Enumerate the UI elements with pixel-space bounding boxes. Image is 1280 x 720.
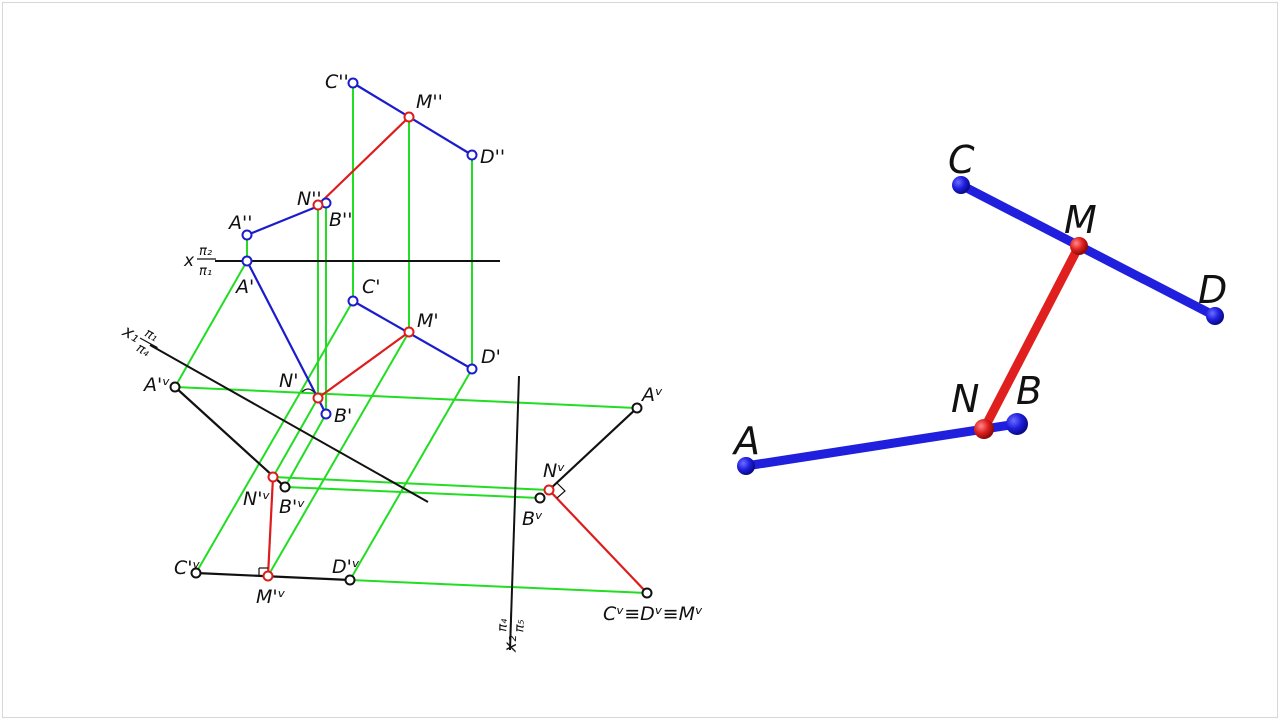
axis-x2-label: x₂ (501, 635, 522, 654)
model-label-m: M (1064, 198, 1097, 242)
point-a4 (169, 381, 181, 393)
link-c14 (195, 300, 354, 574)
point-labels: C'' M'' D'' N'' B'' A'' A' C' M' D' N' B… (142, 71, 703, 625)
point-c5 (641, 587, 653, 599)
label-d1: D' (481, 346, 501, 368)
auxiliary-projection-4 (174, 386, 351, 582)
axes (149, 260, 520, 651)
axis-x1 (149, 344, 429, 503)
right-angle-mark-n5 (556, 482, 566, 499)
axis-x1-fraction (139, 337, 158, 349)
axis-x-label: x (183, 251, 195, 271)
label-d4: D'ᵛ (332, 556, 360, 578)
point-c4 (190, 567, 202, 579)
segment-n5-c5 (548, 489, 648, 594)
point-m2 (403, 111, 415, 123)
label-c5: Cᵛ≡Dᵛ≡Mᵛ (603, 603, 703, 625)
model-label-n: N (951, 377, 979, 421)
link-b14 (284, 413, 327, 488)
segment-a2-b2 (246, 201, 327, 237)
link-d14 (349, 368, 473, 581)
point-n1 (312, 392, 324, 404)
axis-x2 (509, 375, 520, 651)
segment-m2-n2 (317, 116, 410, 206)
axis-x2-right: π₅ (512, 619, 527, 633)
label-m1: M' (417, 310, 439, 332)
axis-x-top: π₂ (199, 244, 212, 259)
model-label-c: C (948, 138, 975, 182)
point-c1 (347, 295, 359, 307)
label-b2: B'' (329, 209, 352, 231)
label-a2: A'' (227, 212, 252, 234)
axis-labels: x π₂ π₁ x₁ π₁ π₄ x₂ π₄ π₅ (118, 244, 528, 654)
point-m4 (262, 570, 274, 582)
projection-links (174, 83, 648, 594)
label-c4: C'ᵛ (174, 557, 200, 579)
point-n4 (267, 471, 279, 483)
label-d2: D'' (480, 146, 505, 168)
rod-cd (956, 180, 1220, 321)
point-d2 (466, 149, 478, 161)
label-c1: C' (362, 276, 381, 298)
auxiliary-projection-5 (548, 407, 648, 594)
label-n5: Nᵛ (543, 460, 565, 482)
model-3d: C M D A N B (731, 138, 1227, 475)
point-b5 (534, 492, 546, 504)
point-n5 (543, 484, 555, 496)
point-c2 (347, 77, 359, 89)
point-n2 (312, 199, 324, 211)
segment-a4-b4 (174, 386, 286, 488)
segment-a5-b5 (548, 407, 638, 491)
point-a1 (241, 255, 253, 267)
label-n4: N'ᵛ (243, 488, 270, 510)
point-b4 (279, 481, 291, 493)
model-label-a: A (731, 419, 760, 463)
axis-x2-left: π₄ (495, 618, 510, 632)
ball-a (737, 457, 755, 475)
point-markers (169, 77, 653, 599)
ball-b (1006, 413, 1028, 435)
label-b4: B'ᵛ (279, 496, 305, 518)
label-m4: M'ᵛ (256, 586, 286, 608)
segment-m1-n1 (317, 331, 410, 399)
link-n14 (272, 397, 319, 478)
label-c2: C'' (325, 71, 349, 93)
label-b1: B' (334, 405, 352, 427)
label-n1: N' (279, 370, 298, 392)
model-label-d: D (1198, 268, 1227, 312)
axis-x2-fraction (509, 611, 512, 635)
point-d4 (344, 574, 356, 586)
right-angle-mark-n1 (301, 388, 315, 393)
label-a4: A'ᵛ (142, 374, 170, 396)
label-a1: A' (234, 276, 254, 298)
segment-a1-b1 (246, 260, 327, 415)
point-a2 (241, 229, 253, 241)
link-a45 (174, 386, 638, 409)
label-m2: M'' (416, 91, 443, 113)
point-m1 (403, 326, 415, 338)
ball-d (1206, 307, 1224, 325)
label-b5: Bᵛ (522, 508, 543, 530)
label-n2: N'' (297, 188, 322, 210)
segment-m4-n4 (266, 476, 275, 577)
ball-c (952, 176, 970, 194)
point-a5 (631, 402, 643, 414)
model-label-b: B (1016, 369, 1042, 413)
link-n45 (272, 476, 550, 491)
link-d45 (349, 579, 648, 594)
point-d1 (466, 363, 478, 375)
label-a5: Aᵛ (640, 384, 663, 406)
ball-m (1070, 237, 1088, 255)
ball-n (974, 419, 994, 439)
axis-x-bottom: π₁ (199, 264, 212, 279)
rod-ab (741, 419, 1022, 471)
link-m14 (267, 331, 410, 577)
rod-mn (979, 241, 1084, 434)
axis-x1-top: π₁ (142, 326, 161, 345)
point-b1 (320, 408, 332, 420)
